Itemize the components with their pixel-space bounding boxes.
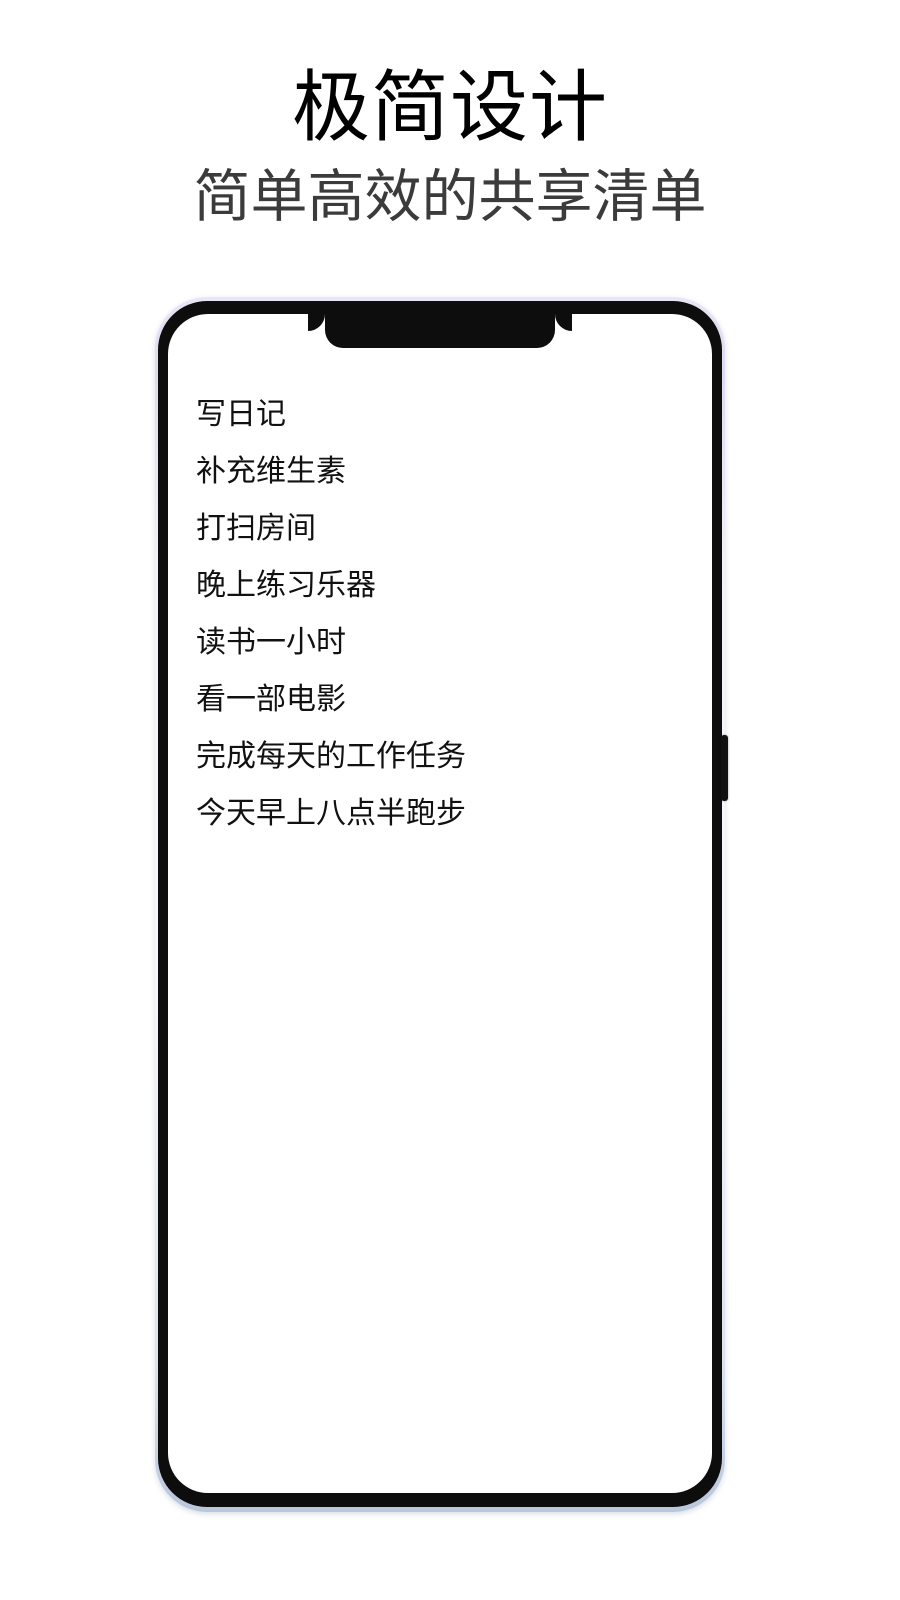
list-item[interactable]: 晚上练习乐器: [196, 569, 376, 602]
notch-left-ear: [308, 314, 325, 331]
phone-mockup: 写日记 补充维生素 打扫房间 晚上练习乐器 读书一小时 看一部电影 完成每天的工…: [155, 297, 728, 1512]
list-item[interactable]: 今天早上八点半跑步: [196, 797, 466, 830]
power-button[interactable]: [721, 735, 728, 801]
page-subtitle: 简单高效的共享清单: [193, 165, 707, 229]
list-item[interactable]: 补充维生素: [196, 455, 346, 488]
camera-notch: [325, 314, 555, 348]
phone-body: 写日记 补充维生素 打扫房间 晚上练习乐器 读书一小时 看一部电影 完成每天的工…: [158, 301, 722, 1507]
task-list: 写日记 补充维生素 打扫房间 晚上练习乐器 读书一小时 看一部电影 完成每天的工…: [196, 386, 692, 842]
phone-outer-bezel: 写日记 补充维生素 打扫房间 晚上练习乐器 读书一小时 看一部电影 完成每天的工…: [155, 297, 725, 1512]
notch-right-ear: [555, 314, 572, 331]
list-item[interactable]: 读书一小时: [196, 626, 346, 659]
list-item[interactable]: 看一部电影: [196, 683, 346, 716]
list-item[interactable]: 打扫房间: [196, 512, 316, 545]
promo-header: 极简设计 简单高效的共享清单: [0, 0, 900, 228]
page-title: 极简设计: [291, 63, 608, 151]
list-item[interactable]: 完成每天的工作任务: [196, 740, 466, 773]
phone-screen: 写日记 补充维生素 打扫房间 晚上练习乐器 读书一小时 看一部电影 完成每天的工…: [168, 314, 712, 1493]
list-item[interactable]: 写日记: [196, 398, 286, 431]
